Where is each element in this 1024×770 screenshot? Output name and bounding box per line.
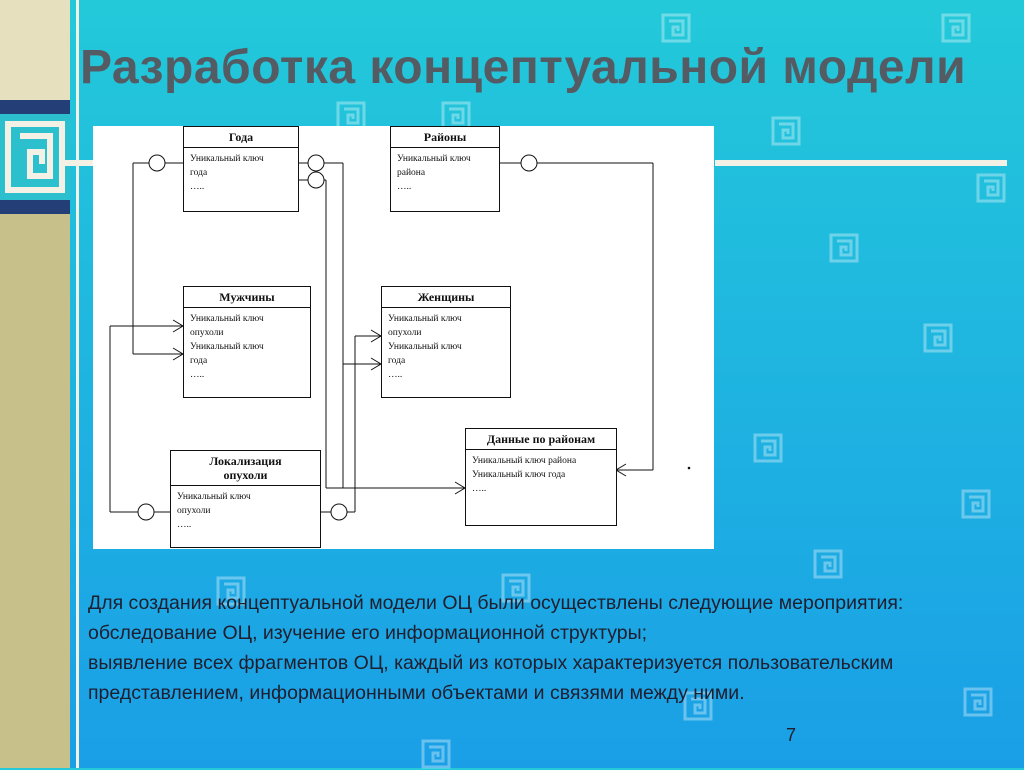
greek-key-icon [752, 432, 784, 464]
horizontal-divider [715, 160, 1007, 166]
page-number: 7 [786, 725, 797, 745]
description-text: Для создания концептуальной модели ОЦ бы… [88, 588, 988, 708]
greek-key-icon [975, 172, 1007, 204]
entity-women: Женщины Уникальный ключ опухоли Уникальн… [381, 286, 511, 398]
greek-key-icon [420, 738, 452, 770]
entity-men: Мужчины Уникальный ключ опухоли Уникальн… [183, 286, 311, 398]
slide-title: Разработка концептуальной модели [80, 41, 967, 94]
body-line: выявление всех фрагментов ОЦ, каждый из … [88, 652, 894, 674]
entity-district-data: Данные по районам Уникальный ключ района… [465, 428, 617, 526]
greek-key-icon [922, 322, 954, 354]
greek-key-icon [960, 488, 992, 520]
greek-key-icon [770, 115, 802, 147]
entity-tumor-localization: Локализация опухоли Уникальный ключ опух… [170, 450, 321, 548]
greek-key-icon [962, 686, 994, 718]
greek-key-icon [660, 12, 692, 44]
greek-key-icon [812, 548, 844, 580]
vertical-divider [76, 0, 79, 768]
greek-key-icon [940, 12, 972, 44]
left-decorative-bar [0, 0, 70, 768]
greek-key-icon [682, 690, 714, 722]
er-diagram: Года Уникальный ключ года ….. Районы Уни… [93, 126, 714, 549]
greek-key-logo [0, 114, 70, 200]
horizontal-divider-left [60, 160, 96, 166]
greek-key-icon [500, 572, 532, 604]
greek-key-icon [215, 575, 247, 607]
entity-districts: Районы Уникальный ключ района ….. [390, 126, 500, 212]
greek-key-icon [828, 232, 860, 264]
body-line: обследование ОЦ, изучение его информацио… [88, 622, 647, 644]
body-line: представлением, информационными объектам… [88, 682, 745, 704]
body-line: Для создания концептуальной модели ОЦ бы… [88, 592, 904, 614]
entity-years: Года Уникальный ключ года ….. [183, 126, 299, 212]
